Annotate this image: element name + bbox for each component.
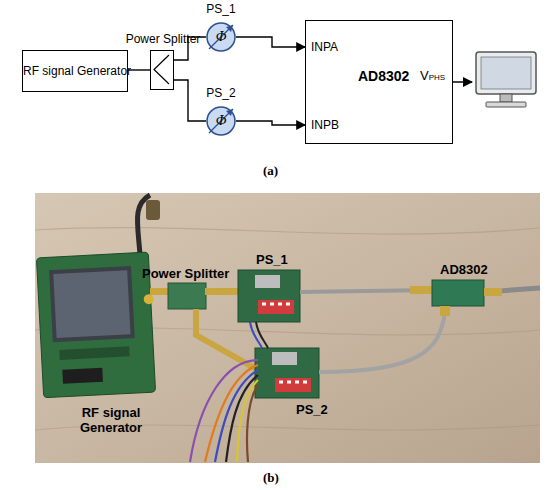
chip-name: AD8302 [358,68,409,84]
splitter-symbol [151,51,175,91]
callout-label: Power Splitter [142,266,229,281]
panel-label: (b) [263,470,279,485]
signal-line [236,121,305,125]
computer-symbol [453,52,536,107]
phase-symbol: Φ [206,29,236,45]
callout-label: PS_2 [296,402,328,417]
pin-label: VPHS [420,69,445,85]
panel-label: (a) [263,163,278,178]
block-label: RF signal Generator [23,64,127,78]
block-label: PS_1 [196,2,246,16]
signal-line [174,80,206,121]
signal-line [236,37,305,47]
splitter-box: Power Splitter [150,50,174,90]
block-label: PS_2 [196,86,246,100]
callout-label: RF signal Generator [70,405,152,435]
setup-photo [35,193,540,463]
callout-label: PS_1 [256,252,288,267]
phase-shifter: PS_2Φ [206,106,236,136]
phase-shifter: PS_1Φ [206,22,236,52]
phase-symbol: Φ [206,113,236,129]
generator-box: RF signal Generator [22,50,128,92]
block-label: Power Splitter [111,32,215,46]
pin-label: INPA [311,40,338,54]
callout-label: AD8302 [440,262,488,277]
detector-box: INPA INPB AD8302 VPHS [305,20,453,144]
signal-line [128,69,150,70]
pin-label: INPB [311,118,339,132]
